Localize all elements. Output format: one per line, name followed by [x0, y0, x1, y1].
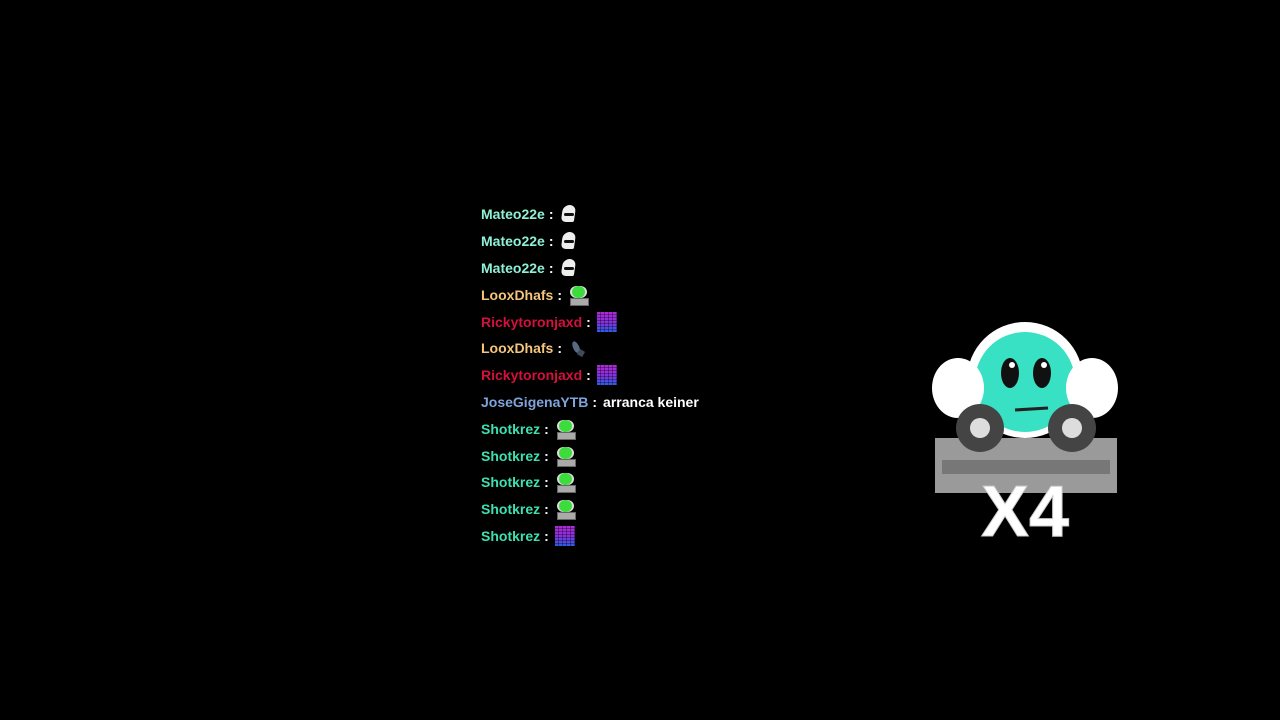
- chat-message: Shotkrez:: [481, 442, 699, 469]
- chat-username[interactable]: Rickytoronjaxd: [481, 367, 583, 384]
- chat-separator: :: [557, 340, 563, 357]
- chat-overlay: Mateo22e:Mateo22e:Mateo22e:LooxDhafs:Ric…: [481, 201, 699, 549]
- equalizer-icon: [596, 311, 617, 332]
- chat-separator: :: [544, 420, 549, 437]
- dj-green-icon: [555, 499, 576, 521]
- chat-separator: :: [557, 286, 563, 303]
- chat-separator: :: [544, 447, 549, 464]
- dj-green-icon: [555, 419, 576, 440]
- chat-separator: :: [548, 206, 554, 223]
- equalizer-icon: [554, 525, 575, 546]
- chat-message: Shotkrez:: [481, 523, 699, 550]
- dj-green-icon: [568, 285, 590, 306]
- chat-message: Mateo22e:: [481, 255, 699, 282]
- chat-username[interactable]: Rickytoronjaxd: [481, 313, 583, 330]
- chat-separator: :: [544, 527, 549, 544]
- chat-username[interactable]: Mateo22e: [481, 259, 545, 276]
- chat-username[interactable]: Mateo22e: [481, 206, 545, 223]
- chat-username[interactable]: JoseGigenaYTB: [481, 393, 589, 410]
- chat-message: LooxDhafs:: [481, 335, 699, 362]
- chat-separator: :: [544, 474, 549, 491]
- equalizer-icon: [596, 365, 617, 386]
- pepe-sunglasses-icon: [559, 204, 579, 224]
- chat-message: Mateo22e:: [481, 228, 699, 255]
- dj-green-icon: [555, 446, 576, 467]
- chat-username[interactable]: Mateo22e: [481, 233, 545, 250]
- chat-username[interactable]: Shotkrez: [481, 527, 541, 544]
- chat-username[interactable]: Shotkrez: [481, 447, 541, 464]
- chat-message: Shotkrez:: [481, 469, 699, 496]
- chat-message: Mateo22e:: [481, 201, 699, 228]
- chat-username[interactable]: Shotkrez: [481, 501, 541, 518]
- chat-message: Shotkrez:: [481, 496, 699, 523]
- chat-username[interactable]: LooxDhafs: [481, 286, 554, 303]
- chat-separator: :: [548, 259, 554, 276]
- chat-separator: :: [548, 233, 554, 250]
- badge-label: X4: [981, 472, 1069, 543]
- chat-separator: :: [592, 393, 598, 410]
- dj-green-icon: [555, 472, 576, 494]
- chat-separator: :: [544, 501, 549, 518]
- chat-separator: :: [586, 367, 591, 384]
- chat-separator: :: [586, 313, 591, 330]
- chat-message: LooxDhafs:: [481, 281, 699, 308]
- chat-username[interactable]: LooxDhafs: [481, 340, 554, 357]
- chat-message: Shotkrez:: [481, 415, 699, 442]
- chat-username[interactable]: Shotkrez: [481, 420, 541, 437]
- chat-message: Rickytoronjaxd:: [481, 308, 699, 335]
- chat-message: Rickytoronjaxd:: [481, 362, 699, 389]
- bird-icon: [568, 338, 588, 358]
- chat-username[interactable]: Shotkrez: [481, 474, 541, 491]
- pepe-sunglasses-icon: [559, 231, 579, 251]
- chat-text: arranca keiner: [603, 393, 699, 410]
- chat-message: JoseGigenaYTB: arranca keiner: [481, 389, 699, 416]
- pepe-sunglasses-icon: [559, 258, 579, 278]
- dj-mascot-icon: X4: [932, 322, 1118, 543]
